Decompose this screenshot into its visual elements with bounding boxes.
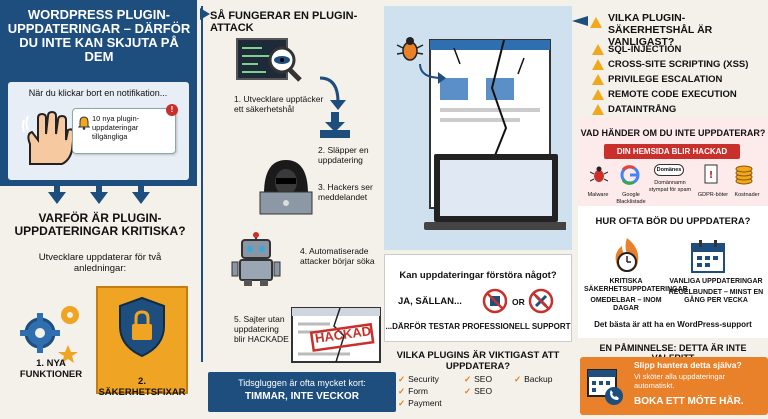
attack-step-1: 1. Utvecklare upptäcker ett säkerhetshål bbox=[234, 94, 324, 114]
hacked-badge: DIN HEMSIDA BLIR HACKAD bbox=[604, 144, 740, 159]
hacked-site-icon bbox=[291, 307, 381, 363]
code-magnifier-icon bbox=[236, 38, 302, 82]
why-title: Varför är plugin-uppdateringar kritiska? bbox=[14, 211, 186, 238]
notification-badge: ! bbox=[166, 104, 178, 116]
gear-icon bbox=[20, 306, 79, 363]
break-answer: JA, SÄLLAN... bbox=[398, 296, 462, 307]
warning-icon bbox=[590, 14, 606, 32]
attack-step-5: 5. Sajter utan uppdatering blir HACKADE bbox=[234, 314, 289, 344]
vulnerability-item: CROSS-SITE SCRIPTING (XSS) bbox=[592, 59, 748, 70]
warning-icon bbox=[592, 74, 604, 85]
no-plugin-icon bbox=[482, 288, 508, 314]
malware-icon bbox=[590, 166, 608, 182]
calendar-phone-icon bbox=[587, 369, 623, 405]
attack-step-3: 3. Hackers ser meddelandet bbox=[318, 182, 373, 202]
consequence-label: Google Blacklistade bbox=[616, 192, 646, 205]
svg-text:!: ! bbox=[709, 170, 714, 181]
arrow-curve-icon bbox=[419, 63, 446, 84]
vulnerability-item: REMOTE CODE EXECUTION bbox=[592, 89, 737, 100]
reason-security-fixes: 2. SÄKERHETSFIXAR bbox=[98, 376, 186, 398]
important-plugins-title: Vilka plugins är viktigast att uppdatera… bbox=[396, 350, 560, 372]
vulnerabilities-title: Vilka plugin-säkerhetshål är vanligast? bbox=[608, 12, 713, 48]
gdpr-icon: ! bbox=[704, 164, 718, 184]
frequency-panel bbox=[578, 206, 768, 338]
why-subtitle: Utvecklare uppdaterar för två anledninga… bbox=[38, 252, 162, 274]
warning-icon bbox=[592, 59, 604, 70]
domain-chip: Domänes bbox=[654, 164, 684, 176]
update-notification-popup[interactable] bbox=[72, 108, 176, 154]
warning-icon bbox=[592, 104, 604, 115]
reason-new-features: 1. NYA FUNKTIONER bbox=[19, 358, 83, 380]
consequences-panel bbox=[578, 118, 768, 206]
arrow-curve-icon bbox=[319, 76, 346, 110]
checklist-item: ✓SEO bbox=[464, 374, 493, 384]
attack-step-4: 4. Automatiserade attacker börjar söka bbox=[300, 246, 375, 266]
broken-website-illustration bbox=[424, 39, 566, 230]
notification-text: 10 nya plugin-uppdateringar tillgängliga bbox=[92, 114, 140, 141]
consequences-title: Vad händer om du inte uppdaterar? bbox=[580, 128, 766, 138]
consequence-label: Malware bbox=[587, 192, 609, 198]
consequence-label: Kostnader bbox=[734, 192, 760, 198]
flow-line bbox=[201, 6, 203, 362]
vulnerability-item: SQL-INJECTION bbox=[592, 44, 681, 55]
google-icon bbox=[620, 165, 640, 185]
attack-step-2: 2. Släpper en uppdatering bbox=[318, 145, 369, 165]
break-question: Kan uppdateringar förstöra något? bbox=[399, 270, 557, 281]
no-tools-icon bbox=[528, 288, 554, 314]
break-conclusion: ...DÄRFÖR TESTAR PROFESSIONELL SUPPORT bbox=[385, 322, 571, 331]
time-window-emphasis: TIMMAR, INTE VECKOR bbox=[245, 391, 359, 402]
fire-clock-icon bbox=[615, 238, 639, 272]
consequence-label: Domännamn stympat för spam bbox=[648, 180, 692, 193]
calendar-icon bbox=[691, 240, 725, 273]
arrow-left-icon bbox=[572, 16, 588, 26]
time-window-text: Tidsgluggen är ofta mycket kort: bbox=[238, 378, 366, 388]
cta-headline: Slipp hantera detta själva? bbox=[634, 360, 742, 370]
checklist-item: ✓Security bbox=[398, 374, 439, 384]
shield-lock-icon bbox=[119, 296, 165, 358]
download-update-icon bbox=[320, 112, 350, 138]
checklist-item: ✓Payment bbox=[398, 398, 442, 408]
notification-intro: När du klickar bort en notifikation... bbox=[28, 88, 168, 98]
or-label: OR bbox=[512, 297, 525, 307]
warning-icon bbox=[592, 44, 604, 55]
chevron-right-icon bbox=[200, 8, 210, 20]
attack-title: Så fungerar en plugin-attack bbox=[210, 10, 358, 34]
bug-icon bbox=[396, 37, 424, 61]
time-window-banner bbox=[208, 372, 396, 412]
frequency-title: Hur ofta bör du uppdatera? bbox=[595, 216, 751, 227]
warning-icon bbox=[592, 89, 604, 100]
cta-description: Vi sköter alla uppdateringar automatiskt… bbox=[634, 372, 726, 390]
vulnerability-item: DATAINTRÅNG bbox=[592, 104, 676, 115]
down-arrows-icon bbox=[48, 180, 150, 204]
checklist-item: ✓Backup bbox=[514, 374, 553, 384]
consequence-label: GDPR-böter bbox=[697, 192, 729, 198]
frequency-recommendation: Det bästa är att ha en WordPress-support bbox=[594, 320, 752, 329]
bell-icon bbox=[78, 116, 90, 130]
main-title: WordPress plugin-uppdateringar – därför … bbox=[7, 7, 191, 64]
checklist-item: ✓SEO bbox=[464, 386, 493, 396]
checklist-item: ✓Form bbox=[398, 386, 428, 396]
hacker-icon bbox=[259, 160, 313, 215]
hand-icon bbox=[22, 110, 76, 165]
book-meeting-link[interactable]: BOKA ETT MÖTE HÄR. bbox=[634, 396, 744, 407]
robot-icon bbox=[231, 232, 281, 286]
vulnerability-item: PRIVILEGE ESCALATION bbox=[592, 74, 722, 85]
coins-icon bbox=[735, 165, 753, 185]
